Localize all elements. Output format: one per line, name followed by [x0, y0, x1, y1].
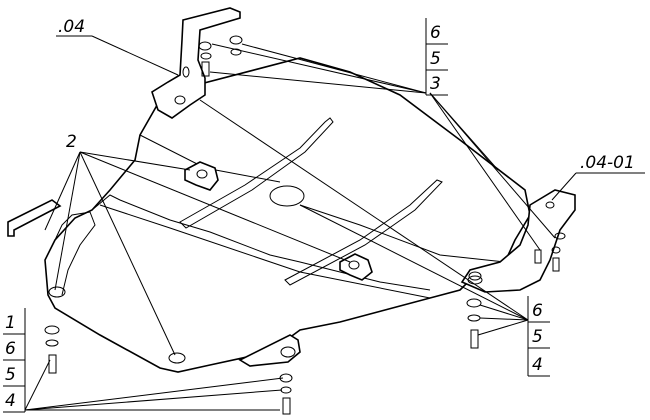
leader-2-d [79, 151, 176, 356]
label-04-01: .04-01 [580, 153, 635, 173]
right-bracket [460, 189, 576, 293]
leader-1654-d [24, 377, 284, 411]
stack-br-1: 5 [532, 327, 543, 347]
leader-2-c [54, 151, 81, 291]
leader-653-b [241, 43, 427, 94]
right-washer-1 [554, 232, 566, 240]
plate-fold-front-lower [99, 204, 431, 299]
clip-bracket-lower-hole [348, 260, 360, 270]
leader-653-d [429, 92, 541, 251]
leader-654-b [479, 317, 529, 321]
leader-1654-c [24, 389, 283, 411]
label-stack-bottom-right: 6 5 4 [527, 296, 550, 377]
right-washer-2 [551, 246, 561, 254]
access-hole [269, 185, 305, 207]
stack-tr-2: 3 [430, 74, 441, 94]
leader-654-a [479, 304, 529, 321]
leader-653-c [209, 71, 427, 94]
stack-tr-1: 5 [430, 49, 441, 69]
corner-hole-left [48, 286, 66, 298]
top-bracket-hole [174, 95, 186, 105]
bc-bolt [282, 397, 291, 415]
leader-04 [91, 35, 179, 76]
bc-washer-2 [280, 386, 292, 394]
top-bracket [151, 7, 241, 119]
stack-bl-3: 4 [5, 391, 16, 411]
stack-bl-0: 1 [5, 313, 16, 333]
leader-654-c [477, 319, 529, 336]
leader-0401 [551, 172, 577, 201]
label-04: .04 [58, 17, 85, 37]
corner-hole-bottom [168, 352, 186, 364]
bottom-tab-hole [280, 346, 296, 358]
bl-washer-2 [45, 339, 59, 347]
label-stack-top-right: 6 5 3 [425, 18, 448, 96]
bl-washer-1 [44, 325, 60, 335]
label-2: 2 [66, 132, 77, 152]
right-bracket-hole [545, 201, 555, 209]
leader-653-f [429, 92, 499, 171]
bottom-fixing-tab [238, 334, 301, 367]
leader-2-a [79, 151, 191, 171]
skid-plate [44, 57, 531, 373]
leader-2-e [44, 151, 81, 231]
right-bracket-hole-2 [468, 271, 482, 281]
right-bolt [534, 249, 542, 264]
top-nut-1 [229, 35, 243, 45]
top-bolt [201, 61, 210, 77]
label-stack-bottom-left: 1 6 5 4 [3, 308, 26, 413]
stack-bl-2: 5 [5, 365, 16, 385]
bl-bolt [48, 354, 57, 374]
front-strip [7, 199, 62, 237]
stack-tr-0: 6 [430, 23, 441, 43]
top-washer-1 [198, 41, 212, 51]
stack-bl-1: 6 [5, 339, 16, 359]
leader-2-b [79, 151, 351, 263]
right-bolt-2 [552, 257, 560, 272]
r-bolt [470, 329, 479, 349]
r-washer-2 [467, 314, 481, 322]
top-washer-2 [200, 52, 212, 60]
r-washer-1 [466, 298, 482, 308]
leader-654-d [199, 99, 529, 321]
top-bracket-slot [182, 66, 190, 78]
rib-right [284, 179, 443, 286]
leader-654-e [299, 204, 529, 321]
stack-br-2: 4 [532, 355, 543, 375]
clip-bracket-upper-hole [196, 169, 208, 179]
clip-bracket-upper [184, 161, 219, 191]
stack-br-0: 6 [532, 301, 543, 321]
leader-1654-a [24, 359, 51, 411]
clip-bracket-lower [339, 253, 373, 281]
leader-653-a [211, 43, 427, 94]
plate-left-edge [54, 211, 96, 296]
